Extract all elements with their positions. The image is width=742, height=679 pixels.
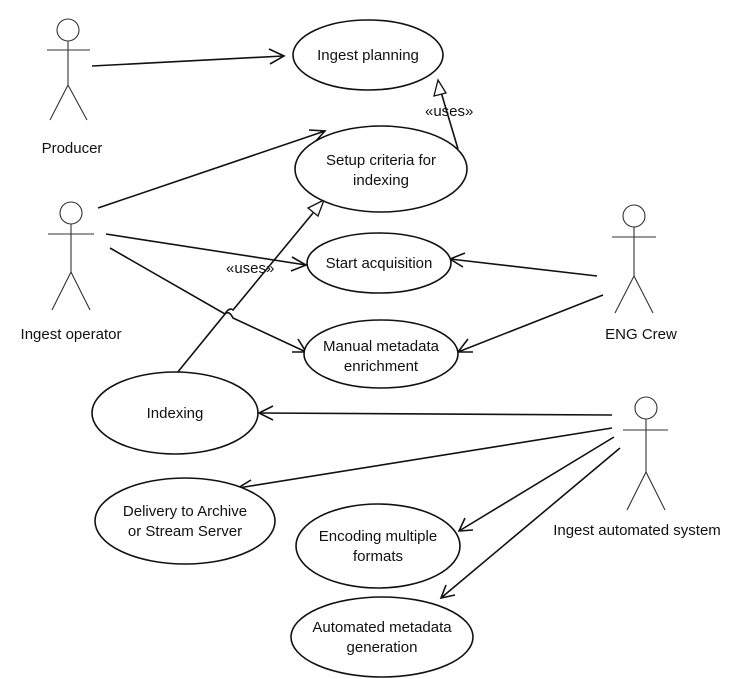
actor-eng-crew: ENG Crew	[605, 204, 677, 343]
uses-relations: «uses» «uses»	[176, 78, 473, 374]
actor-label: Ingest automated system	[553, 522, 721, 539]
actor-ingest-operator: Ingest operator	[21, 201, 122, 343]
use-case-setup-criteria: Setup criteria for indexing	[294, 125, 468, 213]
use-case-label: Automated metadata generation	[312, 619, 452, 656]
actor-ingest-automated-system: Ingest automated system	[553, 396, 721, 539]
use-case-manual-metadata: Manual metadata enrichment	[303, 319, 459, 389]
use-case-encoding: Encoding multiple formats	[295, 503, 461, 589]
use-case-label-line: Manual metadata	[323, 338, 440, 355]
use-case-start-acquisition: Start acquisition	[306, 232, 452, 294]
use-case-label: Start acquisition	[326, 255, 433, 272]
use-case-automated-metadata: Automated metadata generation	[290, 596, 474, 678]
uses-label-top: «uses»	[425, 103, 473, 120]
use-case-label: Indexing	[147, 405, 204, 422]
use-case-label: Delivery to Archive or Stream Server	[123, 503, 247, 540]
use-case-label: Manual metadata enrichment	[323, 338, 440, 375]
associations	[91, 48, 621, 600]
use-case-ingest-planning: Ingest planning	[292, 19, 444, 91]
use-case-label-line: Start acquisition	[326, 255, 433, 272]
use-case-label-line: Automated metadata	[312, 619, 452, 636]
actor-label: ENG Crew	[605, 326, 677, 343]
use-case-label-line: Encoding multiple	[319, 528, 437, 545]
actor-label: Producer	[42, 140, 103, 157]
use-case-label-line: Ingest planning	[317, 47, 419, 64]
use-case-label: Encoding multiple formats	[319, 528, 437, 565]
uses-label-mid: «uses»	[226, 260, 274, 277]
use-case-delivery: Delivery to Archive or Stream Server	[94, 477, 276, 565]
use-case-label-line: Setup criteria for	[326, 152, 436, 169]
use-case-label-line: generation	[347, 639, 418, 656]
use-case-label-line: formats	[353, 548, 403, 565]
actor-label: Ingest operator	[21, 326, 122, 343]
use-case-label: Setup criteria for indexing	[326, 152, 436, 189]
use-case-indexing: Indexing	[91, 371, 259, 455]
use-case-label-line: Delivery to Archive	[123, 503, 247, 520]
use-case-label-line: or Stream Server	[128, 523, 242, 540]
use-case-label: Ingest planning	[317, 47, 419, 64]
actor-producer: Producer	[42, 18, 103, 157]
use-case-label-line: indexing	[353, 172, 409, 189]
use-case-label-line: enrichment	[344, 358, 419, 375]
use-case-label-line: Indexing	[147, 405, 204, 422]
